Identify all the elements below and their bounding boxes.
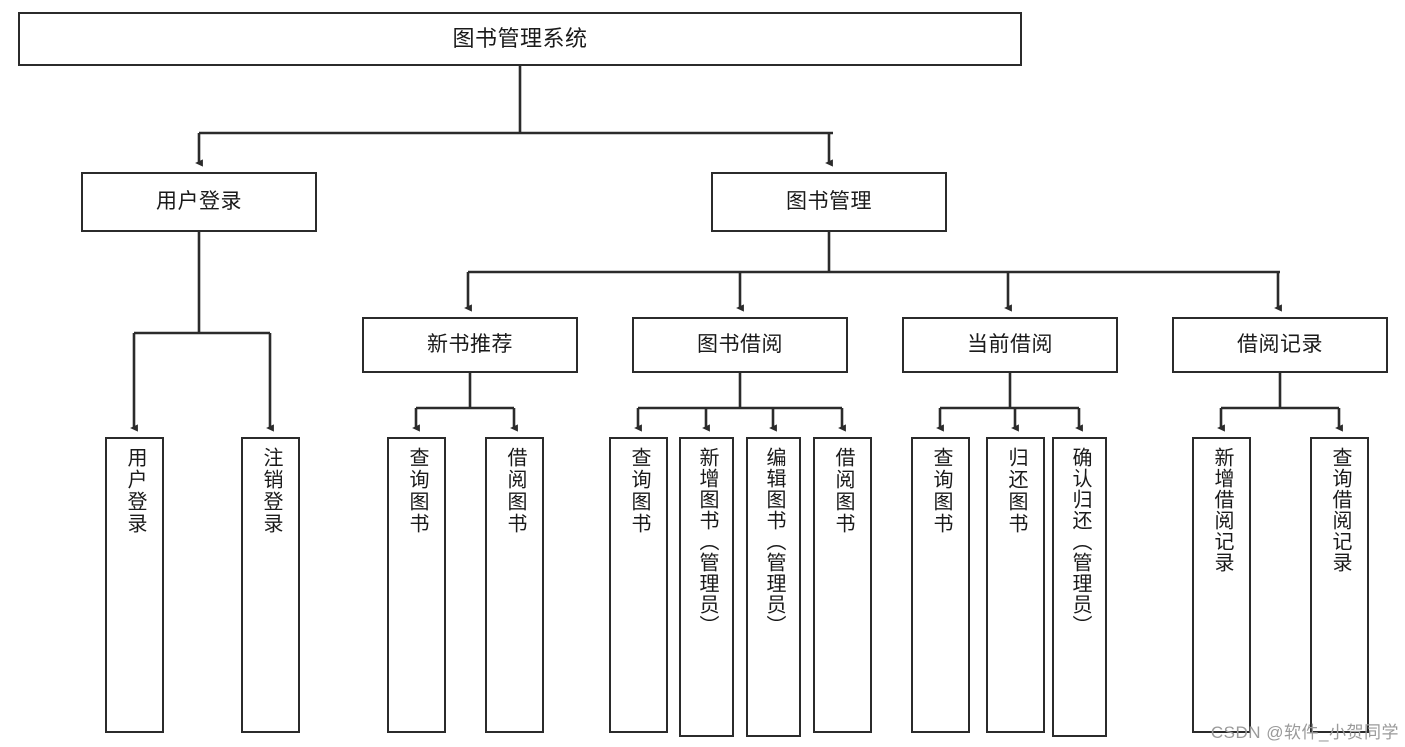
node-leaf-edit-book[interactable]: 编辑图书（管理员） xyxy=(746,437,801,737)
node-leaf-confirm-return-label: 确认归还（管理员） xyxy=(1069,447,1091,636)
node-leaf-query-book-2-label: 查询图书 xyxy=(628,447,650,535)
csdn-watermark: CSDN @软件_小贺同学 xyxy=(1210,723,1399,742)
node-leaf-add-book-label: 新增图书（管理员） xyxy=(696,447,718,636)
node-leaf-query-book-3-label: 查询图书 xyxy=(930,447,952,535)
node-leaf-query-record-label: 查询借阅记录 xyxy=(1329,447,1351,573)
node-root-label: 图书管理系统 xyxy=(452,26,588,52)
node-leaf-borrow-book-2[interactable]: 借阅图书 xyxy=(813,437,872,733)
node-leaf-borrow-book-1[interactable]: 借阅图书 xyxy=(485,437,544,733)
node-borrow-record[interactable]: 借阅记录 xyxy=(1172,317,1388,373)
node-user-login-label: 用户登录 xyxy=(156,189,242,213)
node-leaf-query-book-1-label: 查询图书 xyxy=(406,447,428,535)
node-book-borrow-label: 图书借阅 xyxy=(697,332,783,356)
node-leaf-add-book[interactable]: 新增图书（管理员） xyxy=(679,437,734,737)
node-leaf-user-login[interactable]: 用户登录 xyxy=(105,437,164,733)
node-borrow-record-label: 借阅记录 xyxy=(1237,332,1323,356)
node-new-book-recommend[interactable]: 新书推荐 xyxy=(362,317,578,373)
node-leaf-user-login-label: 用户登录 xyxy=(124,447,146,535)
node-leaf-return-book-label: 归还图书 xyxy=(1005,447,1027,535)
node-book-borrow[interactable]: 图书借阅 xyxy=(632,317,848,373)
node-leaf-confirm-return[interactable]: 确认归还（管理员） xyxy=(1052,437,1107,737)
node-leaf-add-record-label: 新增借阅记录 xyxy=(1211,447,1233,573)
node-root[interactable]: 图书管理系统 xyxy=(18,12,1022,66)
node-leaf-borrow-book-1-label: 借阅图书 xyxy=(504,447,526,535)
node-leaf-query-book-2[interactable]: 查询图书 xyxy=(609,437,668,733)
node-leaf-query-record[interactable]: 查询借阅记录 xyxy=(1310,437,1369,733)
node-leaf-query-book-1[interactable]: 查询图书 xyxy=(387,437,446,733)
node-leaf-logout-label: 注销登录 xyxy=(260,447,282,535)
node-book-manage[interactable]: 图书管理 xyxy=(711,172,947,232)
node-leaf-edit-book-label: 编辑图书（管理员） xyxy=(763,447,785,636)
node-new-book-recommend-label: 新书推荐 xyxy=(427,332,513,356)
node-current-borrow-label: 当前借阅 xyxy=(967,332,1053,356)
node-current-borrow[interactable]: 当前借阅 xyxy=(902,317,1118,373)
node-leaf-borrow-book-2-label: 借阅图书 xyxy=(832,447,854,535)
node-leaf-add-record[interactable]: 新增借阅记录 xyxy=(1192,437,1251,733)
node-book-manage-label: 图书管理 xyxy=(786,189,872,213)
node-user-login[interactable]: 用户登录 xyxy=(81,172,317,232)
node-leaf-return-book[interactable]: 归还图书 xyxy=(986,437,1045,733)
node-leaf-query-book-3[interactable]: 查询图书 xyxy=(911,437,970,733)
node-leaf-logout[interactable]: 注销登录 xyxy=(241,437,300,733)
